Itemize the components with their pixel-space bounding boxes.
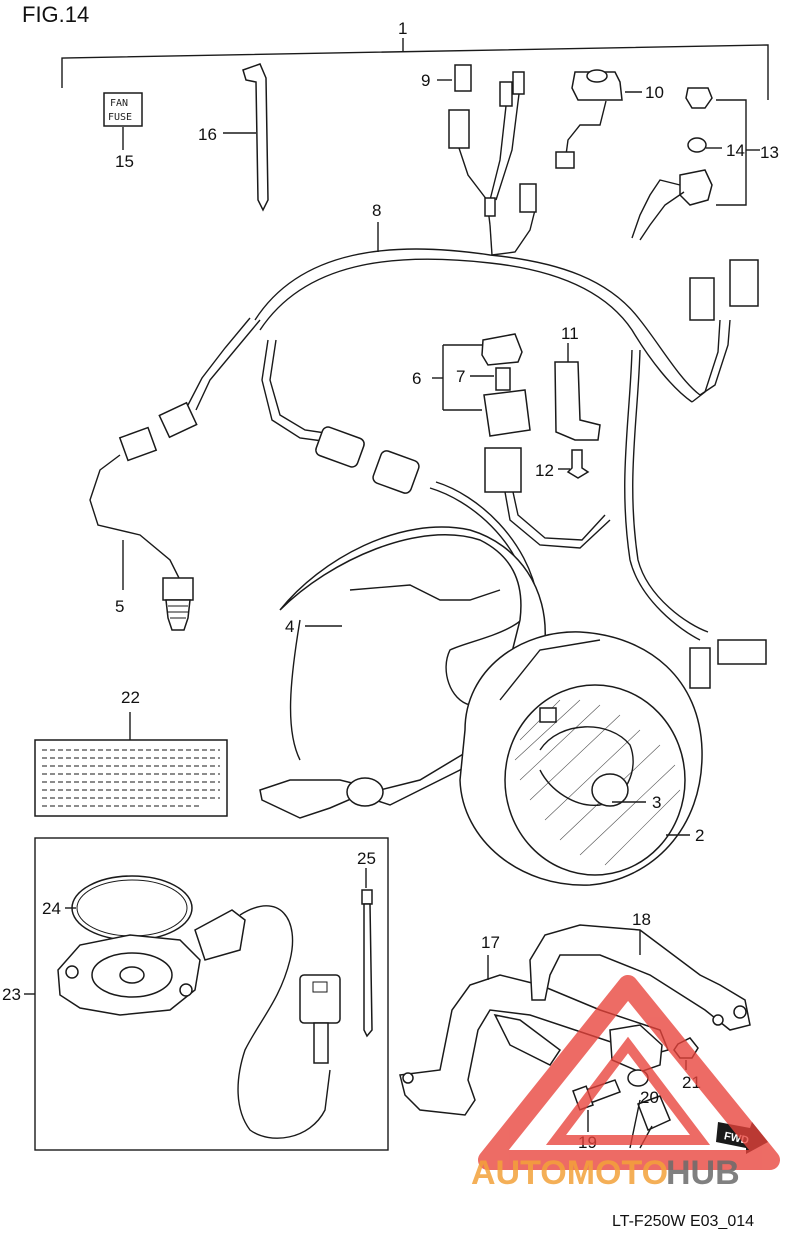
callout-11: 11 [561,324,579,343]
thermo-sensor-housing-part [57,905,341,1139]
figure-title: FIG.14 [22,2,89,27]
figure-code: LT-F250W E03_014 [612,1213,754,1230]
callout-22: 22 [121,688,140,707]
callout-13: 13 [760,143,779,162]
callout-1: 1 [398,19,407,38]
callout-7: 7 [456,367,465,386]
watermark-text-part1: AUTOMOTO [471,1154,668,1192]
callout-16: 16 [198,125,217,144]
assembly-bracket-1 [61,38,769,100]
fan-fuse-label-part: FAN FUSE [103,92,143,150]
caution-label-part [34,712,228,817]
o-ring-part [65,875,193,941]
callout-3: 3 [652,793,661,812]
cooling-fan-part [459,631,703,886]
callout-12: 12 [535,461,554,480]
callout-6: 6 [412,369,421,388]
fan-relay-part [432,333,611,549]
callout-2: 2 [695,826,704,845]
callout-14: 14 [726,141,745,160]
callout-18: 18 [632,910,651,929]
small-cable-tie-part [361,868,373,1038]
wiring-harness-part [89,183,767,689]
callout-8: 8 [372,201,381,220]
watermark-logo [478,975,780,1170]
watermark-text-part2: HUB [666,1154,740,1192]
callout-9: 9 [421,71,430,90]
callout-23: 23 [2,985,21,1004]
callout-15: 15 [115,152,134,171]
fan-relay-connector-part [555,69,642,169]
callout-10: 10 [645,83,664,102]
fuse-label-line2: FUSE [108,112,132,123]
callout-24: 24 [42,899,61,918]
thermo-switch-part [122,540,194,631]
callout-25: 25 [357,849,376,868]
callout-17: 17 [481,933,500,952]
bulb-socket-part [631,87,760,241]
thermo-sensor-kit-box [24,837,389,1151]
relay-bracket-part [554,343,601,479]
fuse-part [437,64,525,226]
cable-tie-part [223,63,269,212]
fuse-label-line1: FAN [110,98,128,109]
callout-5: 5 [115,597,124,616]
callout-4: 4 [285,617,294,636]
callout-20: 20 [640,1088,659,1107]
